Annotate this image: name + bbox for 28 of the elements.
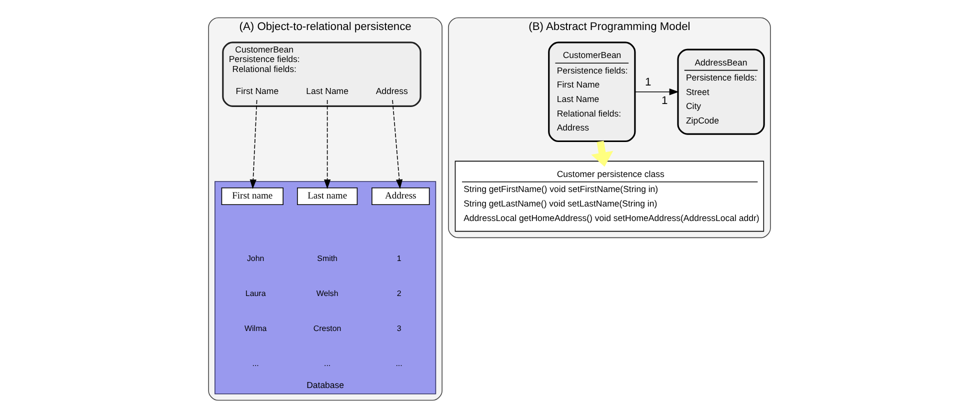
label: ...	[323, 359, 330, 368]
arrow	[634, 88, 678, 96]
label: Wilma	[244, 324, 266, 333]
arrow	[392, 100, 402, 190]
node-box: Last name	[296, 187, 358, 206]
node-box: First name	[220, 187, 283, 206]
arrow	[323, 100, 330, 190]
node-box: Address	[371, 187, 430, 206]
node-box: AddressBean Persistence fields: Street City ZipCode	[676, 48, 764, 135]
label: Laura	[244, 288, 266, 298]
node-box: CustomerBean Persistence fields: First Name Last Name Relational fields: Address	[548, 42, 636, 142]
arrow	[249, 100, 257, 190]
arrow	[590, 140, 613, 167]
node-text: First Name	[235, 86, 278, 96]
label: ...	[252, 359, 258, 368]
label: 1	[661, 94, 668, 107]
label: Creston	[312, 324, 341, 333]
label: ...	[395, 359, 402, 368]
label: 2	[396, 288, 401, 298]
label: 1	[644, 76, 651, 89]
node-text: Address	[375, 86, 408, 96]
label: Smith	[316, 254, 337, 263]
label: Welsh	[316, 288, 338, 298]
node-text: Last Name	[306, 86, 348, 96]
label: 1	[396, 254, 401, 263]
node-box: Customer persistence class String getFirstName() void setFirstName(String in) String getLastName() void setLastName(String in) AddressLocal getHomeAddress() void setHomeAddress(AddressLocal addr)	[454, 160, 764, 232]
label: 3	[396, 324, 401, 333]
label: John	[246, 254, 264, 263]
